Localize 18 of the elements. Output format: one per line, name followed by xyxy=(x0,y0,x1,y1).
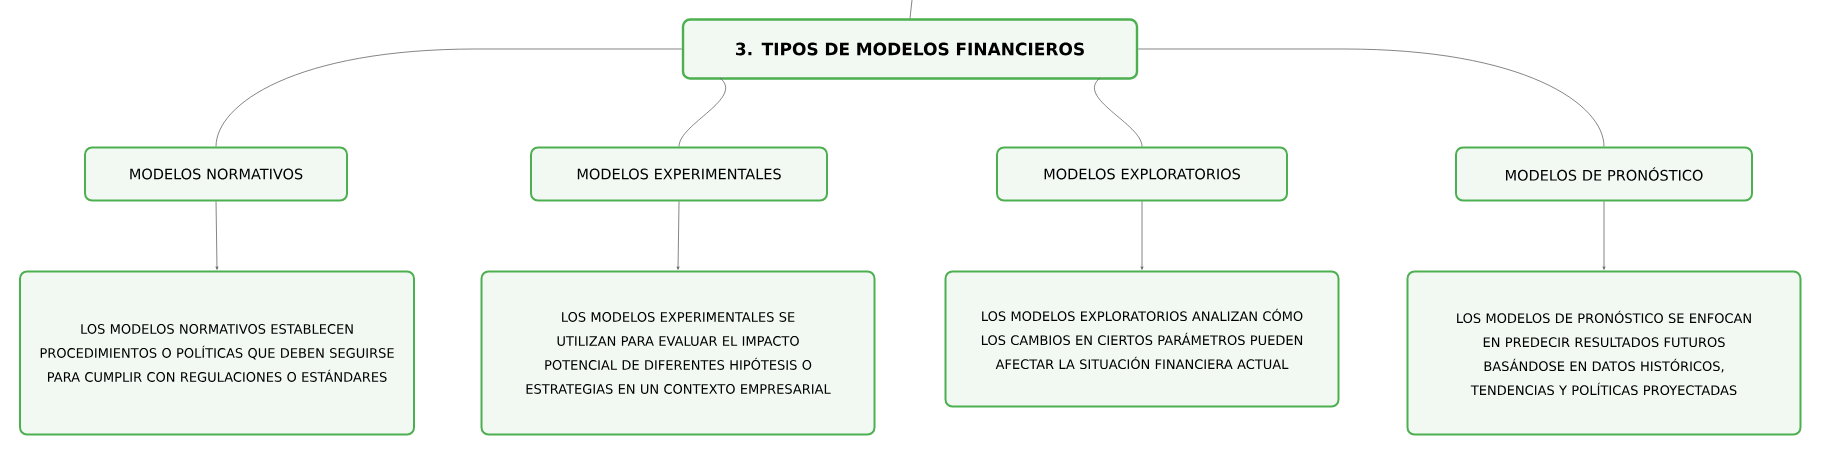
topic-box: 3. TIPOS DE MODELOS FINANCIEROS xyxy=(681,18,1139,80)
description-box: LOS MODELOS NORMATIVOS ESTABLECEN PROCEDIMIENTOS O POLÍTICAS QUE DEBEN SEGUIRSE PARA CUMPLIR CON REGULACIONES O ESTÁNDARES xyxy=(19,270,415,436)
connector xyxy=(678,77,727,147)
description-box: LOS MODELOS EXPERIMENTALES SE UTILIZAN PARA EVALUAR EL IMPACTO POTENCIAL DE DIFERENTES HIPÓTESIS O ESTRATEGIAS EN UN CONTEXTO EMPRESARIAL xyxy=(480,270,876,436)
category-box: MODELOS EXPLORATORIOS xyxy=(996,146,1288,202)
connector xyxy=(215,48,683,147)
connector xyxy=(215,201,219,270)
description-box: LOS MODELOS EXPLORATORIOS ANALIZAN CÓMO LOS CAMBIOS EN CIERTOS PARÁMETROS PUEDEN AFECTAR LA SITUACIÓN FINANCIERA ACTUAL xyxy=(944,270,1340,408)
category-box: MODELOS NORMATIVOS xyxy=(84,146,348,202)
category-box: MODELOS EXPERIMENTALES xyxy=(530,146,828,202)
category-box: MODELOS DE PRONÓSTICO xyxy=(1455,146,1753,202)
connector xyxy=(1602,201,1606,270)
connector xyxy=(1137,48,1605,147)
connector xyxy=(909,0,913,19)
connector xyxy=(1094,77,1143,147)
connector xyxy=(676,201,680,270)
description-box: LOS MODELOS DE PRONÓSTICO SE ENFOCAN EN PREDECIR RESULTADOS FUTUROS BASÁNDOSE EN DATOS HISTÓRICOS, TENDENCIAS Y POLÍTICAS PROYECTADAS xyxy=(1406,270,1802,436)
connector xyxy=(1140,201,1144,270)
